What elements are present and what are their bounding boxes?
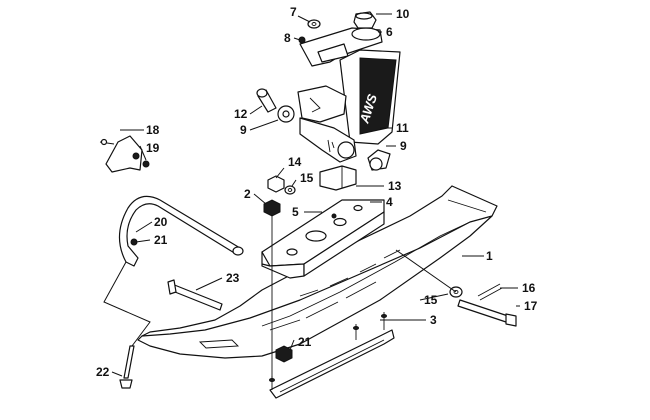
callout-7: 7 <box>290 5 297 19</box>
callout-15-upper: 15 <box>300 171 314 185</box>
wear-bar <box>269 312 395 399</box>
callout-17: 17 <box>524 299 538 313</box>
callout-9-left: 9 <box>240 123 247 137</box>
callout-19: 19 <box>146 141 160 155</box>
callout-21-upper: 21 <box>154 233 168 247</box>
nut-21-lower <box>275 345 293 363</box>
callout-18: 18 <box>146 123 160 137</box>
front-bolt <box>167 279 223 311</box>
ski-body <box>137 185 498 359</box>
callout-23: 23 <box>226 271 240 285</box>
callout-13: 13 <box>388 179 402 193</box>
callout-22: 22 <box>96 365 110 379</box>
cotter-pin <box>477 283 503 301</box>
spacer-tube <box>256 88 277 113</box>
callout-16: 16 <box>522 281 536 295</box>
washer-15-upper <box>284 185 296 195</box>
callout-6: 6 <box>386 25 393 39</box>
callout-4: 4 <box>386 195 393 209</box>
callout-1: 1 <box>486 249 493 263</box>
callout-5: 5 <box>292 205 299 219</box>
callout-20: 20 <box>154 215 168 229</box>
callout-9-right: 9 <box>400 139 407 153</box>
callout-3: 3 <box>430 313 437 327</box>
leader-lines <box>103 13 520 377</box>
bushing-top <box>277 105 295 123</box>
nut-2 <box>263 199 281 217</box>
callout-21-lower: 21 <box>298 335 312 349</box>
callout-8: 8 <box>284 31 291 45</box>
spindle-bolt <box>457 299 517 327</box>
ski-handle <box>118 195 244 267</box>
nut-14 <box>267 175 285 193</box>
callout-15-lower: 15 <box>424 293 438 307</box>
callout-11: 11 <box>396 121 409 135</box>
callout-10: 10 <box>396 7 410 21</box>
spindle-assembly: AWS <box>297 27 401 163</box>
callout-12: 12 <box>234 107 248 121</box>
wear-pad <box>319 165 357 191</box>
bushing-bottom <box>367 149 391 171</box>
wear-bar-bolt <box>119 345 135 389</box>
bumper-bracket <box>99 135 150 173</box>
top-nut <box>353 11 377 29</box>
ski-saddle <box>261 199 385 279</box>
callout-14: 14 <box>288 155 302 169</box>
callout-labels: 1 2 3 4 5 6 7 8 9 9 10 11 12 13 14 15 15… <box>96 5 538 379</box>
callout-2: 2 <box>244 187 251 201</box>
washer-7 <box>307 19 321 29</box>
